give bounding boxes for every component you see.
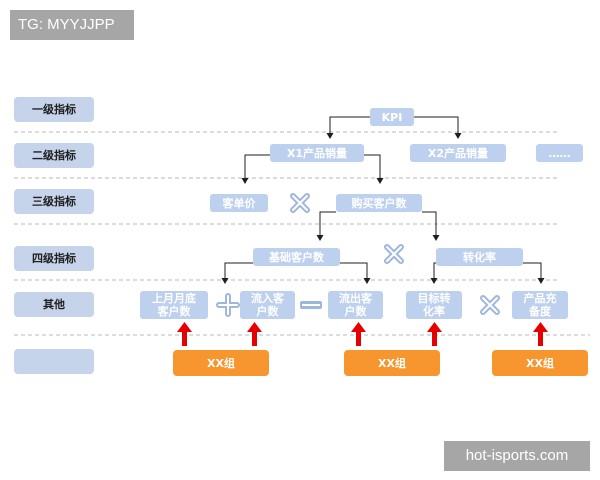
row-separators [14, 131, 590, 336]
node-unit-price: 客单价 [210, 194, 268, 212]
node-inflow-customers: 流入客 户数 [240, 291, 295, 319]
multiply-icon-2 [384, 244, 404, 264]
connector-buyers-base [316, 211, 336, 241]
level-1-label: 一级指标 [14, 97, 94, 122]
level-other-label: 其他 [14, 292, 94, 317]
node-target-conversion: 目标转 化率 [406, 291, 462, 319]
multiply-icon-1 [290, 193, 310, 213]
level-4-label: 四级指标 [14, 246, 94, 271]
level-3-label: 三级指标 [14, 189, 94, 214]
node-conversion-rate: 转化率 [436, 248, 523, 266]
multiply-icon-3 [480, 295, 500, 315]
connector-x1-unitprice [241, 154, 270, 184]
node-kpi: KPI [370, 108, 414, 126]
level-2-label: 二级指标 [14, 143, 94, 168]
connector-buyers-conversion [422, 211, 440, 241]
up-arrow-icon [177, 322, 192, 346]
tree-connectors [221, 116, 545, 284]
group-box: XX组 [344, 350, 440, 376]
connector-kpi-x1 [326, 116, 370, 139]
up-arrow-icon [533, 322, 548, 346]
connector-conversion-target [430, 262, 438, 284]
node-x2-sales: X2产品销量 [410, 144, 506, 162]
watermark-bottom: hot-isports.com [444, 441, 590, 471]
node-outflow-customers: 流出客 户数 [328, 291, 383, 319]
connector-x1-buyers [364, 154, 384, 184]
node-x1-sales: X1产品销量 [270, 144, 364, 162]
up-arrow-icon [427, 322, 442, 346]
minus-icon [300, 301, 322, 309]
connector-kpi-x2 [414, 116, 462, 139]
node-product-fill-rate: 产品充 备度 [512, 291, 568, 319]
node-base-customers: 基础客户数 [253, 248, 340, 266]
connector-base-outflow [340, 262, 371, 284]
node-last-month-customers: 上月月底 客户数 [140, 291, 208, 319]
connector-base-lastmonth [221, 262, 253, 284]
group-box: XX组 [173, 350, 269, 376]
group-box: XX组 [492, 350, 588, 376]
up-arrow-icon [247, 322, 262, 346]
red-arrows [177, 322, 548, 346]
node-ellipsis: …… [536, 144, 583, 162]
node-buyers: 购买客户数 [336, 194, 422, 212]
up-arrow-icon [351, 322, 366, 346]
plus-icon [216, 293, 240, 317]
level-group-label [14, 349, 94, 374]
watermark-top: TG: MYYJJPP [10, 10, 134, 40]
connector-conversion-fillrate [523, 262, 545, 284]
